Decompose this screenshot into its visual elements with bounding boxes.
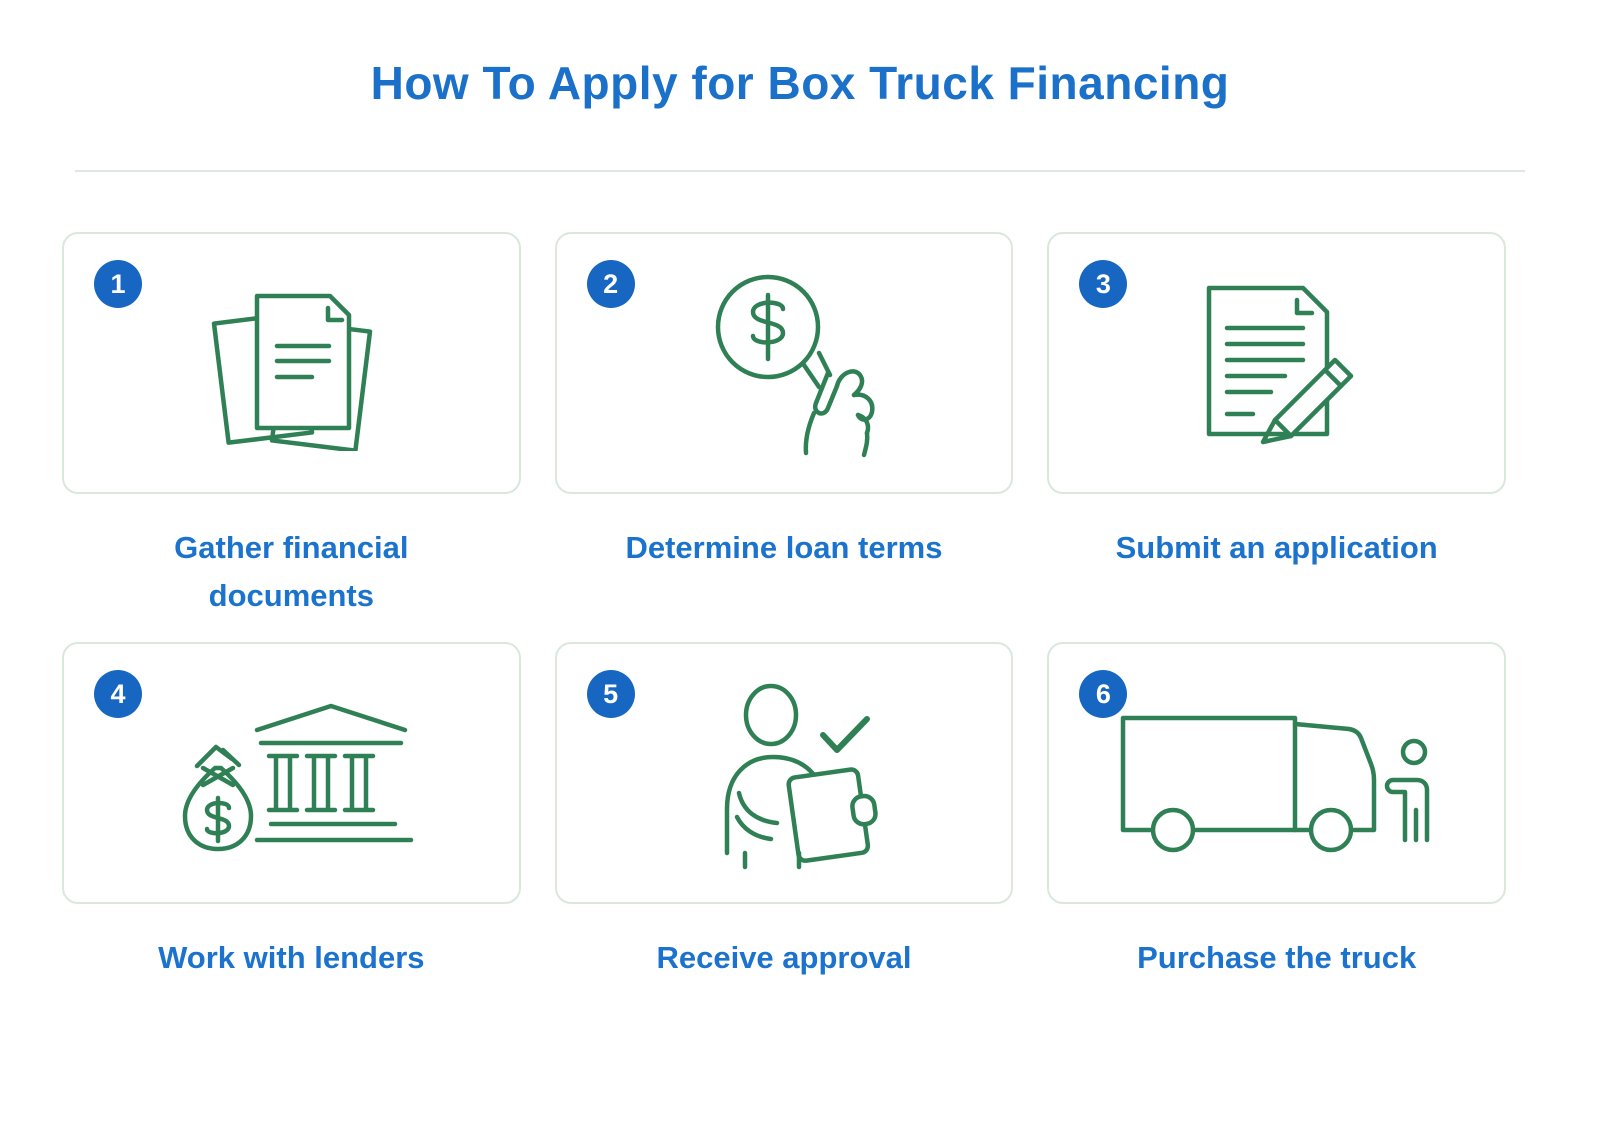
person-clipboard-check-icon [725,683,879,870]
step-3-label: Submit an application [1115,530,1438,565]
step-5-card: 5 [554,642,1014,904]
financial-documents-icon [212,293,373,451]
step-6-card: 6 [1047,642,1506,904]
step-number-badge: 2 [586,260,635,308]
steps-grid: 1 Gather financial documents 2 [62,232,1506,1052]
box-truck-buyer-icon [1120,715,1430,853]
step-5-label: Receive approval [656,940,912,975]
step-1: 1 Gather financial documents [62,232,521,642]
step-number-badge: 1 [94,260,142,308]
step-5: 5 Receive approval [554,642,1014,1052]
step-2-label: Determine loan terms [625,530,943,565]
step-6-label: Purchase the truck [1137,940,1417,975]
step-3-card: 3 [1047,232,1506,494]
step-1-card: 1 [62,232,521,494]
step-number-badge: 6 [1079,670,1128,718]
step-number-badge: 4 [94,670,142,718]
page-title: How To Apply for Box Truck Financing [370,57,1230,109]
step-number-badge: 3 [1079,260,1128,308]
step-number-badge: 5 [586,670,635,718]
title-divider [75,170,1525,172]
step-1-label: Gather financial documents [174,530,409,614]
money-bag-bank-icon [182,703,414,852]
step-3: 3 Submit an application [1047,232,1506,642]
application-form-pencil-icon [1206,285,1353,445]
step-6: 6 Purchase the truck [1047,642,1506,1052]
step-2: 2 Determine loan terms [554,232,1014,642]
hand-dollar-coin-icon [715,274,875,458]
step-2-card: 2 [554,232,1014,494]
step-4: 4 Work with lenders [62,642,521,1052]
step-4-label: Work with lenders [158,940,425,975]
step-4-card: 4 [62,642,521,904]
